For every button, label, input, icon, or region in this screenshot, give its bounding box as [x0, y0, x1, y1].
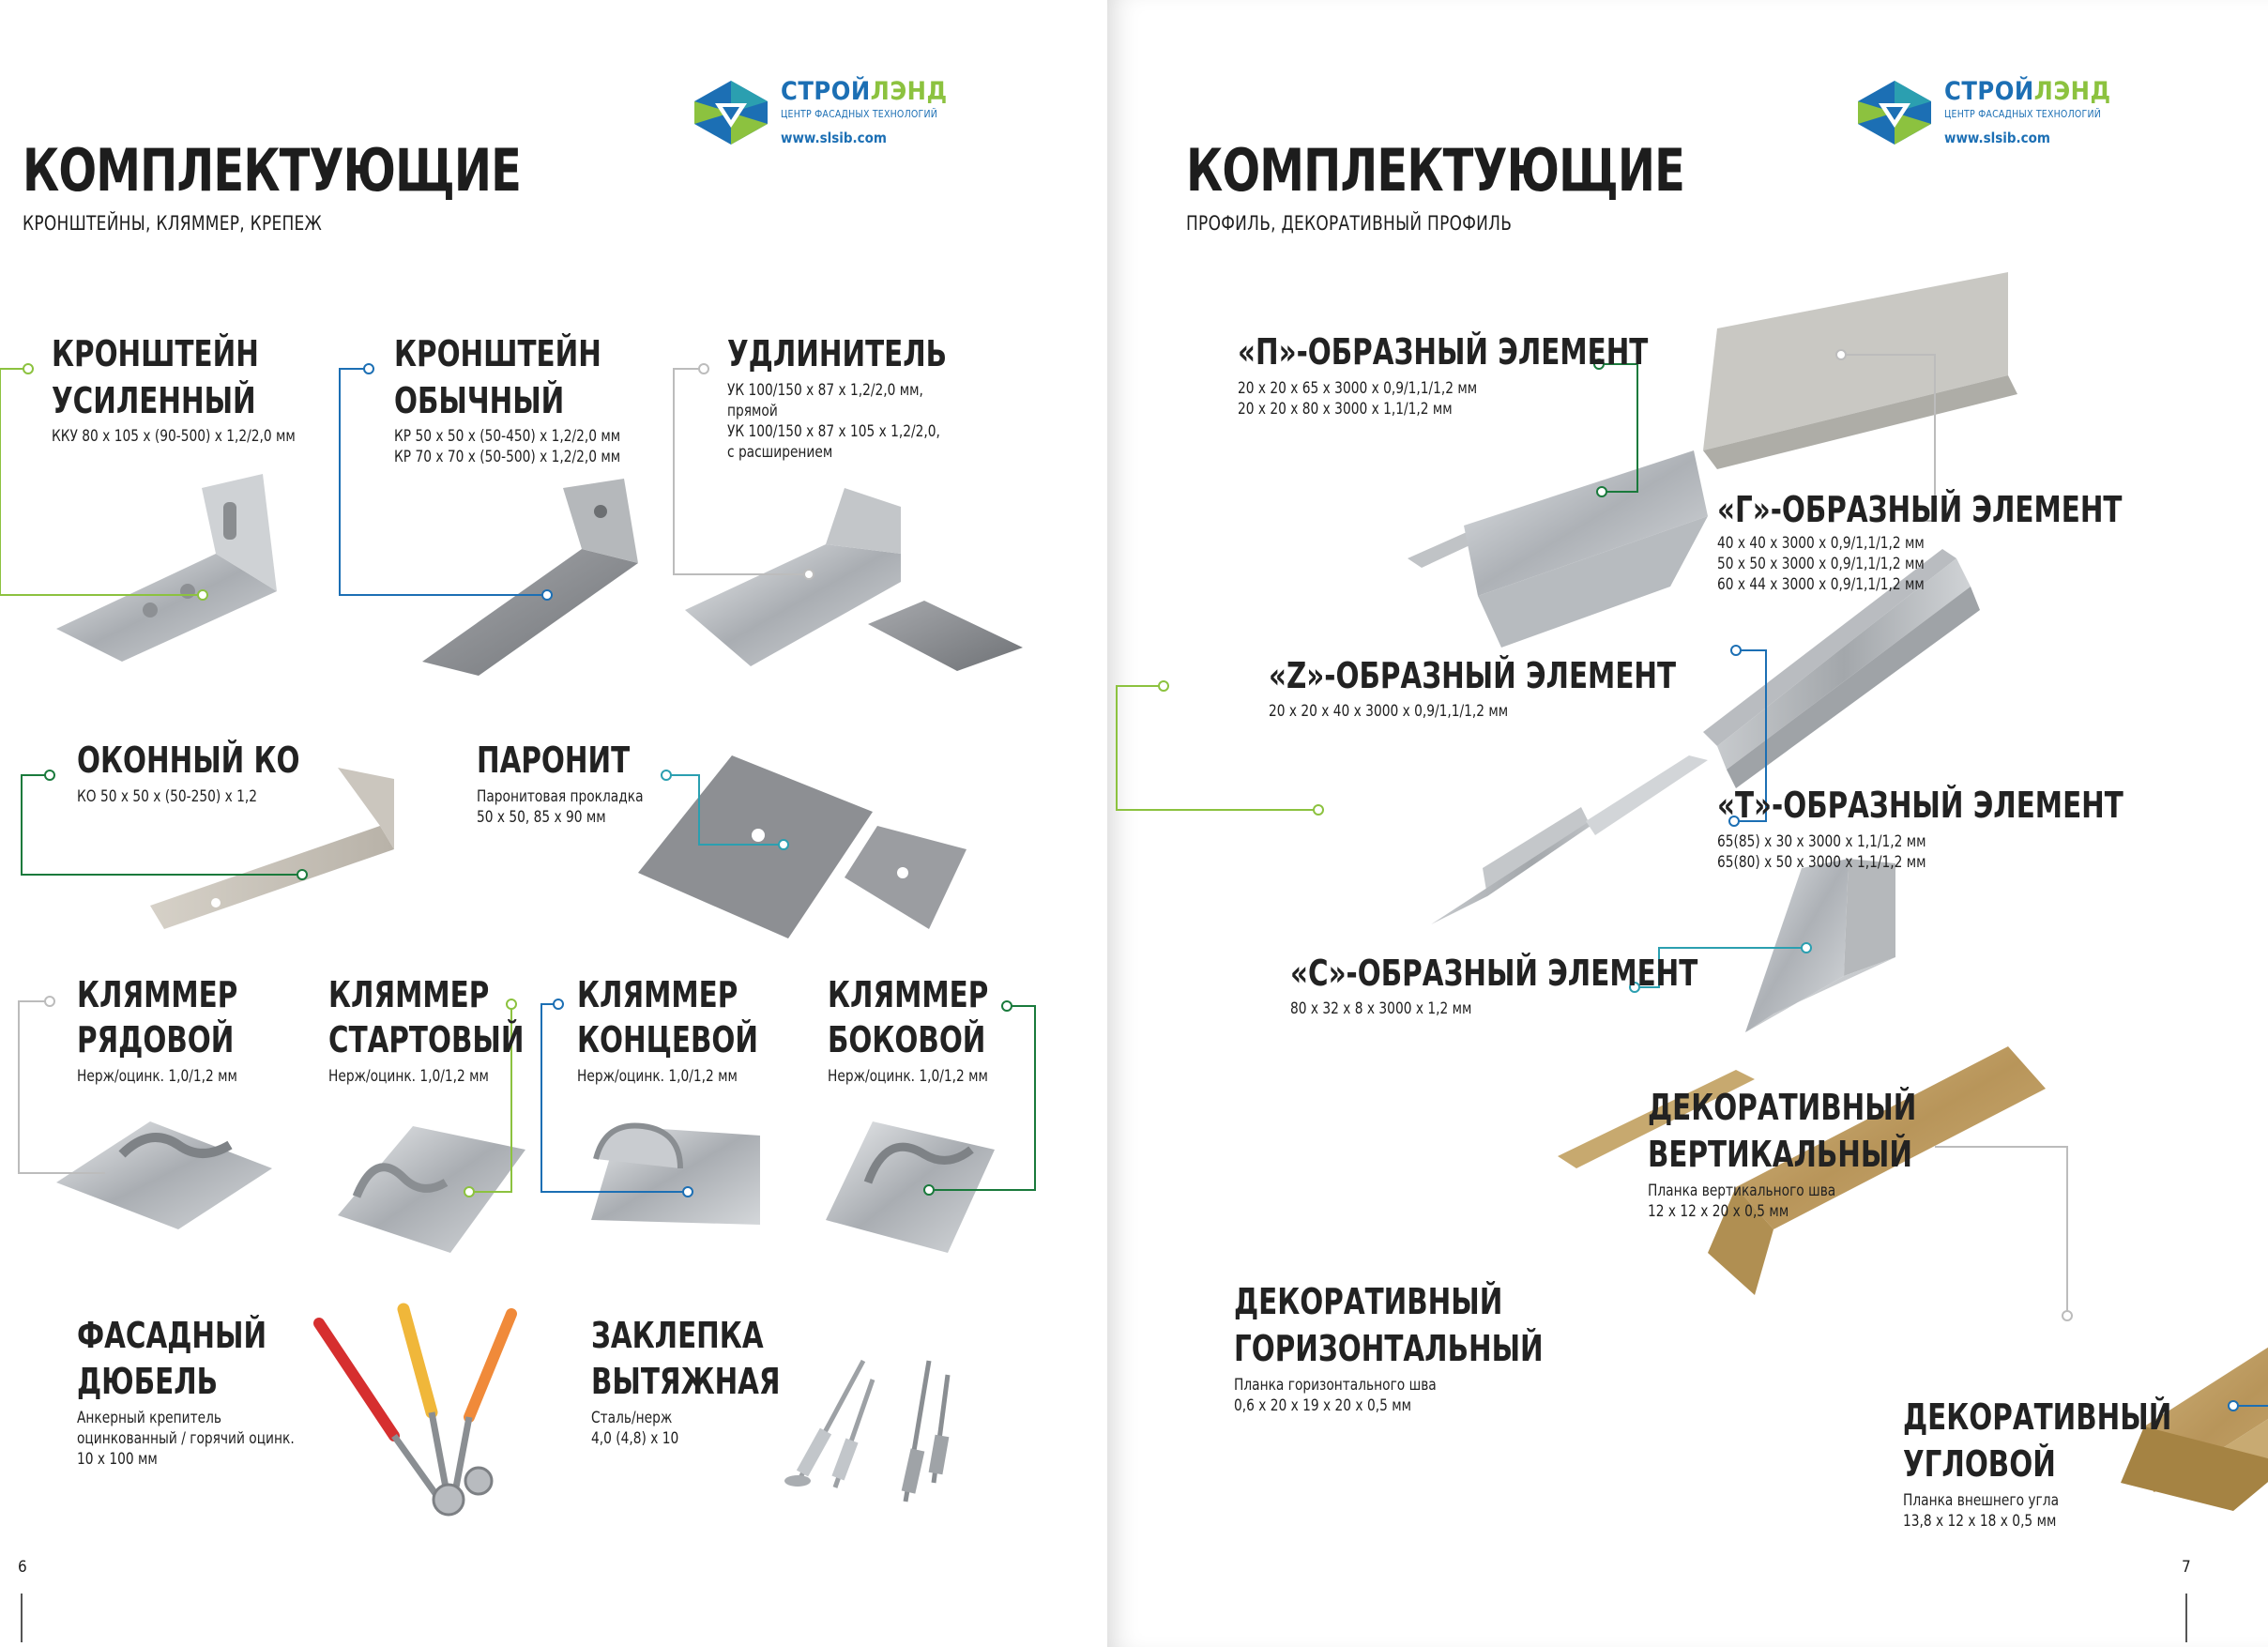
clamp-side-image [826, 1121, 995, 1253]
product-spec: Планка внешнего угла [1903, 1491, 2060, 1510]
product-title: ВЫТЯЖНАЯ [591, 1361, 781, 1402]
product-title: ПАРОНИТ [477, 740, 631, 781]
product-spec: 50 х 50, 85 х 90 мм [477, 808, 606, 827]
product-title: ДЮБЕЛЬ [77, 1361, 219, 1402]
product-title: КЛЯММЕР [577, 974, 738, 1015]
product-spec: 10 х 100 мм [77, 1450, 158, 1469]
product-title: УСИЛЕННЫЙ [52, 380, 256, 421]
z-profile-image [1431, 755, 1708, 924]
p-profile-image [1408, 450, 1708, 648]
product-title: «С»-ОБРАЗНЫЙ ЭЛЕМЕНТ [1290, 953, 1698, 994]
product-title: ВЕРТИКАЛЬНЫЙ [1648, 1134, 1912, 1175]
product-spec: Нерж/оцинк. 1,0/1,2 мм [328, 1067, 489, 1086]
product-spec: УК 100/150 х 87 х 105 х 1,2/2,0, [727, 422, 940, 441]
product-spec: ККУ 80 х 105 х (90-500) х 1,2/2,0 мм [52, 427, 296, 446]
clamp-end-image [591, 1122, 760, 1225]
product-spec: Нерж/оцинк. 1,0/1,2 мм [828, 1067, 988, 1086]
product-spec: 50 х 50 х 3000 х 0,9/1,1/1,2 мм [1717, 555, 1925, 573]
product-spec: прямой [727, 402, 778, 420]
page-title: КОМПЛЕКТУЮЩИЕ [23, 136, 522, 205]
product-spec: Планка горизонтального шва [1234, 1376, 1437, 1395]
brand-tagline: ЦЕНТР ФАСАДНЫХ ТЕХНОЛОГИЙ [1944, 109, 2101, 120]
product-title: ДЕКОРАТИВНЫЙ [1234, 1281, 1503, 1322]
product-spec: Сталь/нерж [591, 1409, 673, 1427]
page-number: 6 [18, 1558, 27, 1577]
brand-website[interactable]: www.slsib.com [781, 130, 887, 146]
product-spec: Анкерный крепитель [77, 1409, 222, 1427]
product-title: «П»-ОБРАЗНЫЙ ЭЛЕМЕНТ [1238, 331, 1649, 373]
product-spec: оцинкованный / горячий оцинк. [77, 1429, 295, 1448]
page-number: 7 [2182, 1558, 2191, 1577]
product-title: УГЛОВОЙ [1903, 1443, 2056, 1485]
product-title: ДЕКОРАТИВНЫЙ [1903, 1396, 2172, 1438]
bracket-reinforced-image [56, 474, 277, 662]
logo-mark-icon [1858, 81, 1931, 145]
paronite-image [638, 755, 967, 938]
page-number-rule [21, 1594, 23, 1642]
brand-tagline: ЦЕНТР ФАСАДНЫХ ТЕХНОЛОГИЙ [781, 109, 937, 120]
page-number-rule [2185, 1594, 2187, 1642]
product-spec: Нерж/оцинк. 1,0/1,2 мм [77, 1067, 237, 1086]
facade-dowel-image [313, 1303, 517, 1517]
brand-logo: СТРОЙЛЭНД ЦЕНТР ФАСАДНЫХ ТЕХНОЛОГИЙ www.… [1858, 75, 2110, 150]
product-spec: КР 70 х 70 х (50-500) х 1,2/2,0 мм [394, 448, 621, 466]
product-spec: 80 х 32 х 8 х 3000 х 1,2 мм [1290, 999, 1472, 1018]
product-title: ФАСАДНЫЙ [77, 1315, 267, 1356]
blind-rivet-image [784, 1359, 951, 1502]
product-spec: Нерж/оцинк. 1,0/1,2 мм [577, 1067, 738, 1086]
product-title: ЗАКЛЕПКА [591, 1315, 764, 1356]
product-spec: с расширением [727, 443, 833, 462]
product-title: ОКОННЫЙ КО [77, 740, 300, 781]
product-title: «Т»-ОБРАЗНЫЙ ЭЛЕМЕНТ [1717, 785, 2123, 826]
logo-mark-icon [694, 81, 768, 145]
left-page: СТРОЙЛЭНД ЦЕНТР ФАСАДНЫХ ТЕХНОЛОГИЙ www.… [0, 0, 1107, 1647]
product-spec: 40 х 40 х 3000 х 0,9/1,1/1,2 мм [1717, 534, 1925, 553]
product-spec: 12 х 12 х 20 х 0,5 мм [1648, 1202, 1789, 1221]
brand-name: СТРОЙЛЭНД [781, 77, 948, 106]
product-spec: 20 х 20 х 65 х 3000 х 0,9/1,1/1,2 мм [1238, 379, 1478, 398]
page-subtitle: КРОНШТЕЙНЫ, КЛЯММЕР, КРЕПЕЖ [23, 212, 323, 235]
product-title: «Z»-ОБРАЗНЫЙ ЭЛЕМЕНТ [1269, 655, 1677, 696]
product-title: ГОРИЗОНТАЛЬНЫЙ [1234, 1328, 1544, 1369]
product-spec: УК 100/150 х 87 х 1,2/2,0 мм, [727, 381, 923, 400]
clamp-row-image [56, 1121, 272, 1229]
product-spec: 60 х 44 х 3000 х 0,9/1,1/1,2 мм [1717, 575, 1925, 594]
product-spec: 65(80) х 50 х 3000 х 1,1/1,2 мм [1717, 853, 1926, 872]
l-profile-image [1703, 272, 2017, 469]
product-spec: 20 х 20 х 80 х 3000 х 1,1/1,2 мм [1238, 400, 1453, 419]
page-title: КОМПЛЕКТУЮЩИЕ [1186, 136, 1685, 205]
page-subtitle: ПРОФИЛЬ, ДЕКОРАТИВНЫЙ ПРОФИЛЬ [1186, 212, 1513, 235]
product-title: КЛЯММЕР [828, 974, 989, 1015]
product-title: «Г»-ОБРАЗНЫЙ ЭЛЕМЕНТ [1717, 489, 2123, 530]
product-title: БОКОВОЙ [828, 1019, 986, 1060]
product-spec: 20 х 20 х 40 х 3000 х 0,9/1,1/1,2 мм [1269, 702, 1509, 721]
product-spec: КР 50 х 50 х (50-450) х 1,2/2,0 мм [394, 427, 621, 446]
decorative-corner-image [2121, 1347, 2268, 1511]
clamp-start-image [338, 1126, 525, 1253]
product-spec: КО 50 х 50 х (50-250) х 1,2 [77, 787, 258, 806]
product-spec: 65(85) х 30 х 3000 х 1,1/1,2 мм [1717, 832, 1926, 851]
product-title: ОБЫЧНЫЙ [394, 380, 565, 421]
product-spec: Паронитовая прокладка [477, 787, 644, 806]
c-profile-image [1745, 859, 1895, 1032]
product-title: УДЛИНИТЕЛЬ [727, 333, 948, 374]
product-title: КОНЦЕВОЙ [577, 1019, 759, 1060]
brand-logo: СТРОЙЛЭНД ЦЕНТР ФАСАДНЫХ ТЕХНОЛОГИЙ www.… [694, 75, 947, 150]
product-title: КРОНШТЕЙН [394, 333, 601, 374]
brand-name: СТРОЙЛЭНД [1944, 77, 2111, 106]
product-title: КРОНШТЕЙН [52, 333, 259, 374]
product-spec: 0,6 х 20 х 19 х 20 х 0,5 мм [1234, 1396, 1411, 1415]
bracket-standard-image [422, 479, 638, 676]
product-title: СТАРТОВЫЙ [328, 1019, 525, 1060]
product-title: ДЕКОРАТИВНЫЙ [1648, 1087, 1917, 1128]
product-spec: 13,8 х 12 х 18 х 0,5 мм [1903, 1512, 2057, 1531]
product-spec: Планка вертикального шва [1648, 1182, 1836, 1200]
product-title: КЛЯММЕР [328, 974, 490, 1015]
product-spec: 4,0 (4,8) х 10 [591, 1429, 679, 1448]
extender-image [685, 488, 1023, 671]
product-title: РЯДОВОЙ [77, 1019, 235, 1060]
right-page: СТРОЙЛЭНД ЦЕНТР ФАСАДНЫХ ТЕХНОЛОГИЙ www.… [1107, 0, 2268, 1647]
product-title: КЛЯММЕР [77, 974, 238, 1015]
brand-website[interactable]: www.slsib.com [1944, 130, 2050, 146]
